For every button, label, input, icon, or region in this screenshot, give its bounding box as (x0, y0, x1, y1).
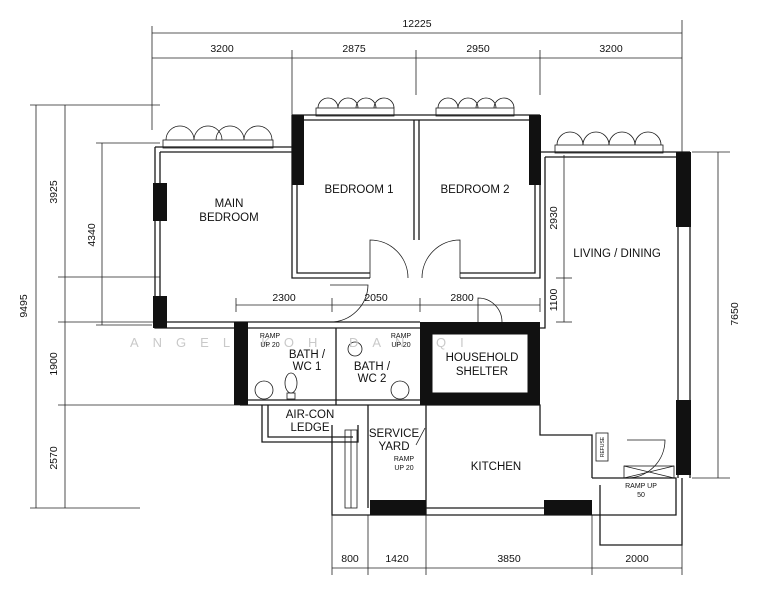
kitchen-label: KITCHEN (471, 461, 521, 473)
dim-top-3: 2950 (466, 43, 490, 55)
living-dining-label: LIVING / DINING (573, 248, 661, 260)
bath-wc-1-label-2: WC 1 (293, 361, 322, 373)
dim-right-outer: 7650 (729, 302, 741, 326)
aircon-ledge-label-2: LEDGE (291, 422, 330, 434)
household-shelter-label-1: HOUSEHOLD (446, 352, 519, 364)
toilet-icon-2 (347, 341, 363, 357)
dim-top-2: 2875 (342, 43, 366, 55)
main-bedroom-label-2: BEDROOM (199, 212, 258, 224)
service-yard-label-1: SERVICE (369, 428, 420, 440)
bedroom-2-label: BEDROOM 2 (440, 184, 509, 196)
dim-left-inner: 4340 (86, 223, 98, 247)
ramp-entrance-line-1: RAMP UP (625, 483, 657, 490)
refuse-chute-box (595, 432, 609, 462)
ramp-bath2-line-1: RAMP (391, 333, 412, 340)
dim-top-total: 12225 (402, 18, 431, 30)
household-shelter-label-2: SHELTER (456, 366, 508, 378)
structural-columns (153, 115, 691, 515)
main-bedroom-label-1: MAIN (215, 198, 244, 210)
ramp-yard-line-1: RAMP (394, 456, 415, 463)
basin-icon-1 (254, 380, 274, 400)
dim-left-1: 3925 (48, 180, 60, 204)
dimension-labels: 12225 3200 2875 2950 3200 9495 3925 1900… (18, 18, 741, 565)
dim-mid-1: 2300 (272, 292, 296, 304)
toilet-icon-1 (284, 372, 298, 394)
doors (329, 239, 666, 479)
dim-left-3: 2570 (48, 446, 60, 470)
dim-bottom-2: 1420 (385, 553, 409, 565)
basin-icon-2 (390, 380, 410, 400)
service-yard-label-2: YARD (378, 441, 409, 453)
dim-top-1: 3200 (210, 43, 234, 55)
dim-left-total: 9495 (18, 294, 30, 318)
bath-wc-1-label-1: BATH / (289, 349, 326, 361)
ramp-bath1-line-2: UP 20 (260, 342, 279, 349)
ramp-yard-line-2: UP 20 (394, 465, 413, 472)
windows (162, 97, 664, 154)
dim-mid-3: 2800 (450, 292, 474, 304)
ramp-entrance-line-2: 50 (637, 492, 645, 499)
dim-left-2: 1900 (48, 352, 60, 376)
refuse-chute-label: REFUSE (600, 436, 606, 457)
dim-bottom-1: 800 (341, 553, 359, 565)
room-labels: MAIN BEDROOM BEDROOM 1 BEDROOM 2 LIVING … (199, 184, 661, 473)
ramp-labels: RAMP UP 20 RAMP UP 20 RAMP UP 20 RAMP UP… (260, 333, 657, 499)
ramp-bath2-line-2: UP 20 (391, 342, 410, 349)
dim-top-4: 3200 (599, 43, 623, 55)
dim-bottom-3: 3850 (497, 553, 521, 565)
bedroom-1-label: BEDROOM 1 (324, 184, 393, 196)
bath-wc-2-label-2: WC 2 (358, 373, 387, 385)
bath-wc-2-label-1: BATH / (354, 361, 391, 373)
dim-mid-2: 2050 (364, 292, 388, 304)
dim-right-inner-2: 1100 (548, 289, 560, 312)
dim-right-inner-1: 2930 (548, 206, 560, 230)
fixtures (254, 341, 675, 509)
watermark: ANGEL KOH DAN QI (130, 335, 478, 350)
aircon-ledge-label-1: AIR-CON (286, 409, 335, 421)
ramp-bath1-line-1: RAMP (260, 333, 281, 340)
dim-bottom-4: 2000 (625, 553, 649, 565)
